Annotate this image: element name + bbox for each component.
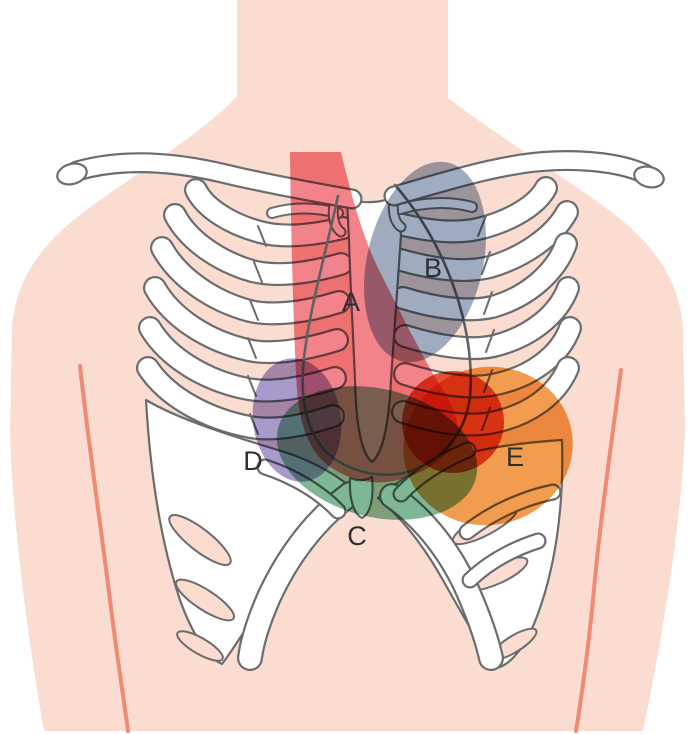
region-labels: A B C D E bbox=[243, 253, 524, 551]
intercostal-gap bbox=[176, 630, 224, 662]
body-contour-line-left bbox=[78, 364, 130, 733]
region-d-label: D bbox=[243, 446, 263, 476]
intercostal-gap bbox=[174, 578, 236, 622]
region-b-label: B bbox=[424, 253, 442, 283]
region-e-label: E bbox=[506, 442, 524, 472]
region-c-label: C bbox=[347, 521, 367, 551]
costal-margin-left bbox=[237, 481, 363, 671]
rib-tip-right-3 bbox=[461, 532, 547, 589]
acromion-right bbox=[633, 165, 665, 189]
region-a-label: A bbox=[342, 287, 360, 317]
overlap-circle bbox=[402, 371, 504, 473]
intercostal-gap bbox=[168, 514, 232, 566]
acromion-left bbox=[56, 162, 88, 186]
region-b-shape bbox=[364, 161, 486, 363]
body-contour-line-right bbox=[574, 368, 623, 733]
